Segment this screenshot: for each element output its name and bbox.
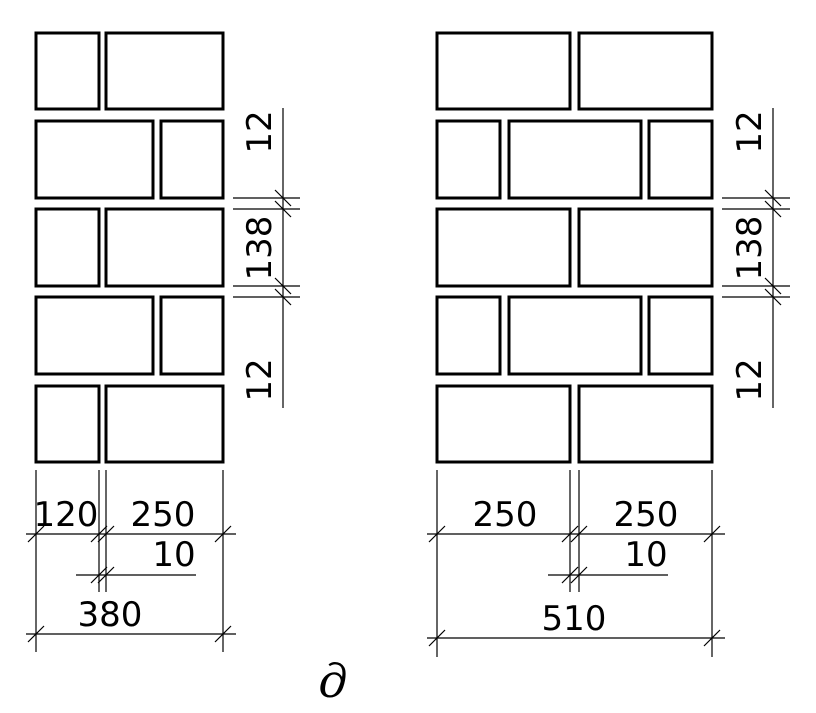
brick bbox=[577, 384, 714, 464]
brick bbox=[435, 31, 572, 111]
width-label-joint: 10 bbox=[624, 535, 667, 575]
right-height-dimensions: 12 138 12 bbox=[722, 108, 790, 408]
height-label-bottom: 12 bbox=[730, 358, 770, 401]
right-width-dimensions: 250 250 10 510 bbox=[427, 470, 725, 657]
height-label-top: 12 bbox=[240, 110, 280, 153]
height-label-middle: 138 bbox=[730, 216, 770, 281]
height-label-top: 12 bbox=[730, 110, 770, 153]
brick bbox=[647, 295, 714, 376]
brick bbox=[507, 119, 643, 200]
left-wall bbox=[34, 31, 225, 464]
brick bbox=[577, 31, 714, 111]
left-height-dimensions: 12 138 12 bbox=[233, 108, 300, 408]
brick bbox=[34, 207, 101, 288]
height-label-bottom: 12 bbox=[240, 358, 280, 401]
brick bbox=[435, 207, 572, 288]
height-label-middle: 138 bbox=[240, 216, 280, 281]
brick bbox=[34, 119, 155, 200]
brick bbox=[104, 31, 225, 111]
brick bbox=[159, 295, 225, 376]
width-label-part-b: 250 bbox=[131, 495, 196, 535]
brick bbox=[34, 384, 101, 464]
width-label-total: 510 bbox=[542, 599, 607, 639]
brick bbox=[435, 384, 572, 464]
width-label-part-a: 250 bbox=[473, 495, 538, 535]
brick bbox=[647, 119, 714, 200]
brick bbox=[159, 119, 225, 200]
brick bbox=[507, 295, 643, 376]
brick bbox=[34, 295, 155, 376]
brick bbox=[104, 207, 225, 288]
brick bbox=[435, 119, 502, 200]
brick bbox=[577, 207, 714, 288]
width-label-joint: 10 bbox=[152, 535, 195, 575]
brick bbox=[435, 295, 502, 376]
brick bbox=[104, 384, 225, 464]
brick bbox=[34, 31, 101, 111]
figure-caption: д bbox=[318, 654, 347, 708]
right-wall bbox=[435, 31, 714, 464]
width-label-total: 380 bbox=[78, 595, 143, 635]
width-label-part-b: 250 bbox=[614, 495, 679, 535]
width-label-part-a: 120 bbox=[34, 495, 99, 535]
left-width-dimensions: 120 250 10 380 bbox=[26, 470, 236, 652]
